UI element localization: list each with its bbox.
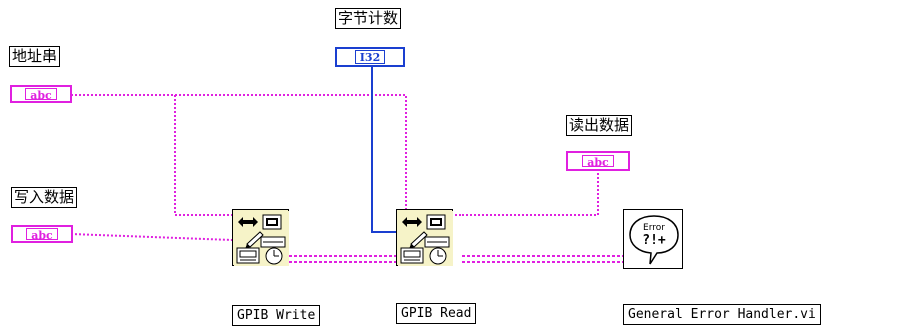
gpib-read-icon bbox=[398, 211, 453, 266]
byte-count-terminal[interactable]: I32 bbox=[335, 47, 405, 67]
error-icon-symbol: ?!+ bbox=[642, 233, 666, 248]
byte-count-label: 字节计数 bbox=[335, 8, 402, 29]
write-data-type: abc bbox=[26, 228, 58, 242]
write-data-wire[interactable] bbox=[70, 233, 233, 241]
gpib-write-icon bbox=[234, 211, 289, 266]
gpib-read-node[interactable] bbox=[396, 209, 453, 266]
read-data-terminal[interactable]: abc bbox=[566, 151, 630, 171]
byte-count-wire[interactable] bbox=[371, 66, 396, 233]
read-data-wire[interactable] bbox=[462, 171, 599, 216]
error-handler-node[interactable]: Error ?!+ bbox=[623, 209, 683, 269]
error-handler-caption: General Error Handler.vi bbox=[623, 304, 821, 325]
write-data-label: 写入数据 bbox=[11, 187, 78, 208]
gpib-write-caption: GPIB Write bbox=[232, 305, 321, 326]
read-data-label: 读出数据 bbox=[566, 115, 633, 136]
address-terminal[interactable]: abc bbox=[10, 85, 72, 103]
byte-count-type: I32 bbox=[354, 50, 386, 64]
error-icon-text: Error bbox=[643, 223, 665, 233]
address-label: 地址串 bbox=[9, 46, 61, 67]
gpib-write-node[interactable] bbox=[232, 209, 289, 266]
gpib-read-caption: GPIB Read bbox=[396, 303, 477, 324]
error-cluster-wire[interactable] bbox=[289, 255, 623, 263]
address-string-wire[interactable] bbox=[71, 94, 462, 216]
write-data-terminal[interactable]: abc bbox=[11, 225, 73, 243]
read-data-type: abc bbox=[582, 155, 614, 169]
error-handler-icon bbox=[629, 215, 679, 265]
address-type: abc bbox=[25, 88, 57, 102]
